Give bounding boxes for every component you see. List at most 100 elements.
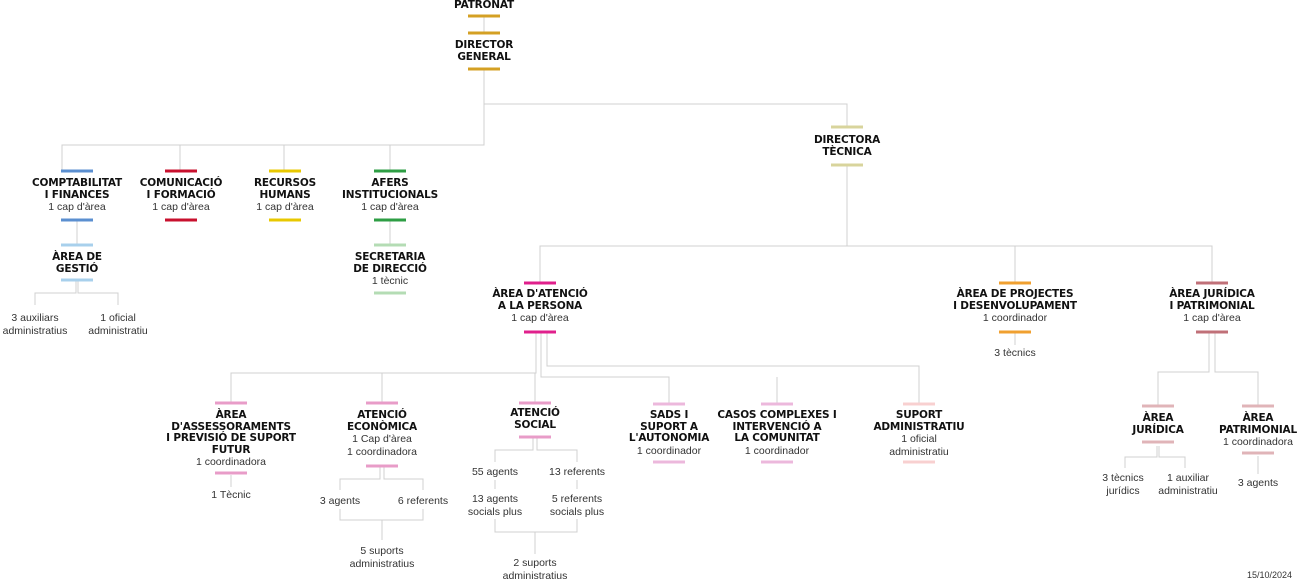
node-title: DIRECTORA — [813, 134, 881, 146]
node-accent-bar — [61, 243, 93, 247]
node-accent-bar — [215, 401, 247, 405]
staff-text: 3 agents — [319, 495, 361, 507]
staff-text: 1 auxiliar — [1166, 472, 1210, 484]
node-accent-bar — [468, 14, 500, 18]
node-staff: 1 coordinadora — [195, 456, 267, 468]
connector-line — [61, 70, 485, 170]
node-sads: SADS I SUPORT A L'AUTONOMIA 1 coordinado… — [629, 409, 710, 457]
staff-text: 55 agents — [471, 466, 519, 478]
staff-text: 1 Tècnic — [211, 489, 251, 501]
connector-line — [339, 509, 424, 521]
node-title: SECRETARIA — [354, 251, 426, 263]
node-title: ÀREA — [215, 409, 247, 421]
node-title: SOCIAL — [514, 418, 556, 431]
node-recursos-humans: RECURSOS HUMANS 1 cap d'àrea — [254, 177, 316, 214]
node-assessoraments-child: 1 Tècnic — [211, 489, 251, 502]
node-staff: 1 coordinadora — [1222, 436, 1294, 448]
node-title: ATENCIÓ — [510, 407, 560, 419]
node-accent-bar — [524, 330, 556, 334]
node-title: ÀREA — [1142, 412, 1174, 424]
node-accent-bar — [1242, 451, 1274, 455]
node-staff: 1 cap d'àrea — [1183, 312, 1241, 324]
node-accent-bar — [61, 169, 93, 173]
staff-text: 3 agents — [1237, 477, 1279, 489]
node-title: SUPORT A — [640, 420, 698, 433]
node-juridica-child: 1 auxiliar administratiu — [1158, 472, 1218, 497]
staff-text: jurídics — [1106, 484, 1140, 497]
connector-line — [494, 437, 534, 462]
node-economica-child: 6 referents — [398, 495, 448, 508]
node-gestio-child: 3 auxiliars administratius — [3, 312, 68, 337]
node-title: ECONÒMICA — [347, 420, 417, 433]
node-accent-bar — [653, 402, 685, 406]
staff-text: 3 auxiliars — [11, 312, 59, 324]
node-title: I PATRIMONIAL — [1169, 299, 1255, 312]
node-accent-bar — [165, 218, 197, 222]
node-comunicacio: COMUNICACIÓ I FORMACIÓ 1 cap d'àrea — [139, 177, 223, 214]
node-title: PATRONAT — [454, 0, 514, 11]
node-accent-bar — [374, 291, 406, 295]
staff-text: administratiu — [1158, 484, 1218, 497]
node-accent-bar — [269, 218, 301, 222]
connector-line — [494, 519, 578, 533]
node-accent-bar — [1142, 404, 1174, 408]
node-atencio-economica: ATENCIÓ ECONÒMICA 1 Cap d'àrea 1 coordin… — [346, 409, 418, 458]
node-social-bottom: 2 suports administratius — [503, 557, 568, 582]
node-title: I DESENVOLUPAMENT — [953, 299, 1077, 312]
node-social-left2: 13 agents socials plus — [468, 493, 522, 518]
node-staff: 1 cap d'àrea — [511, 312, 569, 324]
node-title: ÀREA D'ATENCIÓ — [492, 288, 588, 300]
node-staff: 1 coordinador — [744, 444, 810, 457]
staff-text: 3 tècnics — [1102, 472, 1144, 484]
node-title: COMPTABILITAT — [32, 177, 122, 189]
node-staff: 1 cap d'àrea — [361, 201, 419, 213]
node-accent-bar — [1196, 281, 1228, 285]
node-projectes-child: 3 tècnics — [994, 347, 1035, 360]
node-area-juridica: ÀREA JURÍDICA — [1132, 412, 1183, 436]
connector-line — [1214, 332, 1259, 405]
node-casos-complexes: CASOS COMPLEXES I INTERVENCIÓ A LA COMUN… — [717, 409, 837, 457]
node-accent-bar — [165, 169, 197, 173]
date-label: 15/10/2024 — [1246, 570, 1292, 580]
node-accent-bar — [374, 169, 406, 173]
node-area-gestio: ÀREA DE GESTIÓ — [52, 251, 102, 275]
node-patronat: PATRONAT — [454, 0, 514, 12]
node-title: DE DIRECCIÓ — [353, 262, 427, 275]
node-staff: 1 Cap d'àrea — [352, 433, 412, 445]
node-accent-bar — [831, 125, 863, 129]
node-assessoraments: ÀREA D'ASSESSORAMENTS I PREVISIÓ DE SUPO… — [166, 409, 296, 469]
node-staff: 1 coordinadora — [346, 445, 418, 458]
staff-text: socials plus — [549, 505, 605, 518]
node-accent-bar — [999, 330, 1031, 334]
connector-line — [1157, 332, 1210, 405]
staff-text: 13 agents — [471, 493, 519, 505]
node-title: DIRECTOR — [454, 39, 514, 51]
node-accent-bar — [761, 402, 793, 406]
node-title: CASOS COMPLEXES I — [717, 409, 837, 421]
node-title: SADS I — [649, 409, 689, 421]
node-accent-bar — [999, 281, 1031, 285]
node-title: D'ASSESSORAMENTS — [171, 420, 291, 433]
node-economica-bottom: 5 suports administratius — [350, 545, 415, 570]
node-accent-bar — [519, 435, 551, 439]
node-staff: 1 cap d'àrea — [256, 201, 314, 213]
node-accent-bar — [1196, 330, 1228, 334]
node-accent-bar — [468, 31, 500, 35]
staff-text: 3 tècnics — [994, 347, 1036, 359]
staff-text: socials plus — [467, 505, 523, 518]
node-title: ÀREA DE PROJECTES — [956, 288, 1074, 300]
node-accent-bar — [761, 460, 793, 464]
node-title: AFERS — [371, 177, 409, 189]
connector-line — [1158, 446, 1186, 468]
connector-line — [230, 332, 537, 403]
node-accent-bar — [366, 401, 398, 405]
connector-line — [1124, 446, 1158, 468]
node-accent-bar — [653, 460, 685, 464]
node-accent-bar — [831, 163, 863, 167]
connector-line — [540, 332, 670, 403]
node-title: COMUNICACIÓ — [139, 177, 223, 189]
node-accent-bar — [61, 278, 93, 282]
node-accent-bar — [374, 243, 406, 247]
staff-text: 5 referents — [551, 493, 603, 505]
node-accent-bar — [1242, 404, 1274, 408]
